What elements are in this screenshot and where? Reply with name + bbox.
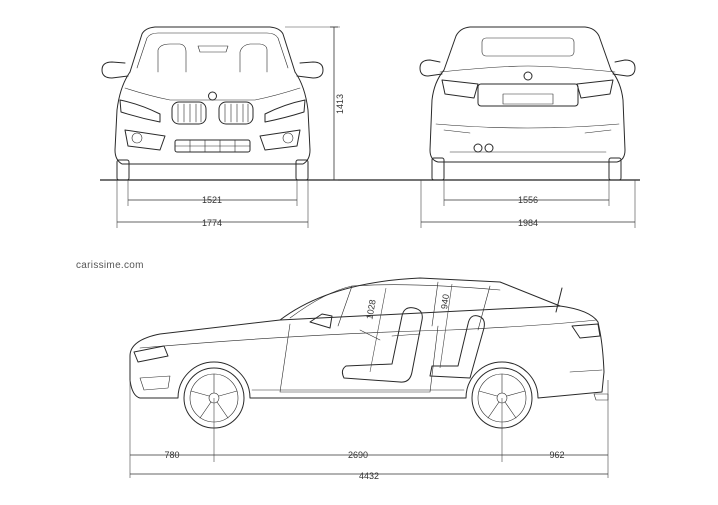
front-grille-left (171, 101, 207, 125)
rear-window (481, 37, 575, 57)
front-windshield (136, 32, 289, 69)
side-view (129, 277, 609, 429)
side-mirror (309, 313, 333, 329)
front-seat-right (239, 43, 268, 73)
dim-front-width-label: 1774 (202, 218, 222, 228)
dim-overall-length-label: 4432 (359, 471, 379, 481)
rear-reflector-left (443, 129, 471, 134)
side-door-handle (391, 333, 421, 337)
front-mirror-rear (197, 45, 229, 53)
side-roof-outline (279, 277, 561, 321)
rear-exhaust-left (473, 143, 483, 153)
side-windshield (289, 285, 353, 327)
front-intake-right (259, 129, 301, 151)
side-taillight (571, 323, 601, 339)
front-grille-slats (177, 103, 249, 123)
front-seat-left (157, 43, 187, 73)
rear-taillight-right (576, 79, 614, 99)
front-hood-line (124, 87, 301, 101)
front-mirror-left (101, 61, 129, 79)
rear-body-outline (429, 69, 626, 163)
dim-front-overhang-label: 780 (164, 450, 179, 460)
side-roof-bow-1 (431, 281, 439, 327)
side-door-outline (279, 323, 439, 393)
dim-headroom-front-label: 1028 (364, 299, 377, 320)
side-headlight (133, 345, 169, 363)
front-roof-outline (129, 26, 296, 73)
rear-exhaust-right (484, 143, 494, 153)
rear-reflector-right (584, 129, 612, 134)
front-tyre-left (116, 159, 130, 181)
side-rear-bumper (569, 369, 603, 373)
rear-roof-outline (443, 26, 612, 71)
front-grille-right (218, 101, 254, 125)
rear-mirror-right (612, 59, 636, 77)
side-shoulder-line (139, 319, 597, 349)
rear-deck-line (439, 65, 616, 73)
rear-view (419, 26, 636, 181)
rear-tyre-left (431, 157, 445, 181)
dim-headroom-rear-label: 940 (439, 293, 451, 309)
front-lower-grille-mesh (174, 139, 251, 153)
dim-wheelbase-label: 2690 (348, 450, 368, 460)
side-front-intake (139, 375, 171, 391)
dim-rear-overhang-label: 962 (549, 450, 564, 460)
dim-rear-width-label: 1984 (518, 218, 538, 228)
dim-front-track-label: 1521 (202, 195, 222, 205)
rear-badge (523, 71, 533, 81)
dimension-lines (116, 26, 636, 478)
dim-rear-track-label: 1556 (518, 195, 538, 205)
front-headlight-left (119, 99, 161, 123)
side-body-outline (129, 305, 605, 399)
side-roof-seam (351, 284, 501, 291)
front-foglight-right (282, 132, 294, 144)
rear-mirror-left (419, 59, 443, 77)
front-badge (208, 91, 217, 101)
rear-taillight-left (441, 79, 479, 99)
side-exhaust (593, 393, 609, 401)
front-headlight-right (264, 99, 306, 123)
front-tyre-right (295, 159, 309, 181)
front-mirror-right (296, 61, 324, 79)
front-foglight-left (131, 132, 143, 144)
side-headroom-rear-line (439, 283, 453, 369)
side-rear-seat (429, 315, 485, 379)
side-headroom-front-line (369, 287, 387, 373)
rear-bumper-line (435, 123, 620, 129)
front-view (101, 26, 324, 181)
side-front-seat (341, 307, 423, 383)
dim-height-label: 1413 (335, 94, 345, 114)
side-roof-bow-2 (477, 285, 491, 331)
rear-plate-recess (502, 93, 554, 105)
watermark: carissime.com (76, 260, 144, 271)
front-body-outline (114, 71, 311, 165)
front-intake-left (124, 129, 166, 151)
side-antenna (555, 287, 563, 313)
rear-trunk-lid (477, 83, 579, 107)
